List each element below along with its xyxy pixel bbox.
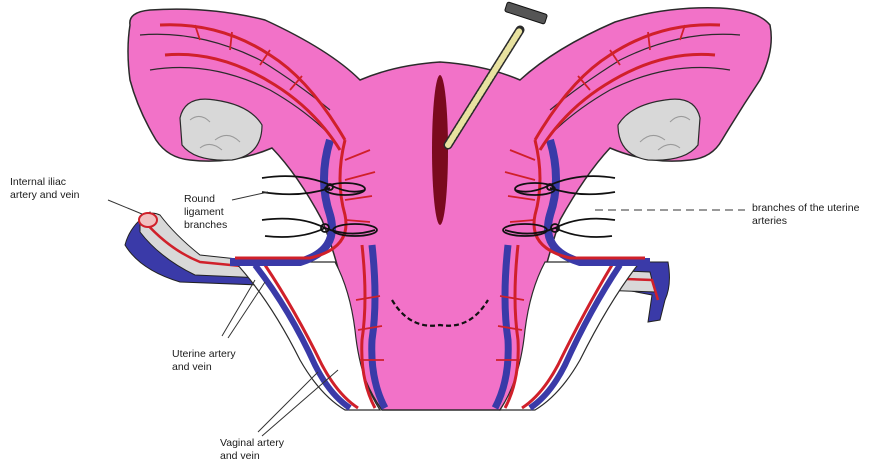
label-internal-iliac-line2: artery and vein xyxy=(10,189,79,202)
label-round-ligament: Round ligament branches xyxy=(184,193,227,232)
label-round-ligament-line1: Round xyxy=(184,193,227,206)
label-uterine-artery-line2: and vein xyxy=(172,361,236,374)
label-uterine-artery-line1: Uterine artery xyxy=(172,348,236,361)
label-uterine-artery: Uterine artery and vein xyxy=(172,348,236,374)
label-vaginal-artery-line1: Vaginal artery xyxy=(220,437,284,450)
label-uterine-branches: branches of the uterine arteries xyxy=(752,202,859,228)
label-internal-iliac-line1: Internal iliac xyxy=(10,176,79,189)
label-round-ligament-line2: ligament xyxy=(184,206,227,219)
label-uterine-branches-line2: arteries xyxy=(752,215,859,228)
label-vaginal-artery-line2: and vein xyxy=(220,450,284,463)
label-round-ligament-line3: branches xyxy=(184,219,227,232)
label-uterine-branches-line1: branches of the uterine xyxy=(752,202,859,215)
pelvic-tissue-right xyxy=(495,245,640,410)
label-vaginal-artery: Vaginal artery and vein xyxy=(220,437,284,463)
label-internal-iliac: Internal iliac artery and vein xyxy=(10,176,79,202)
uterine-incision xyxy=(432,75,448,225)
